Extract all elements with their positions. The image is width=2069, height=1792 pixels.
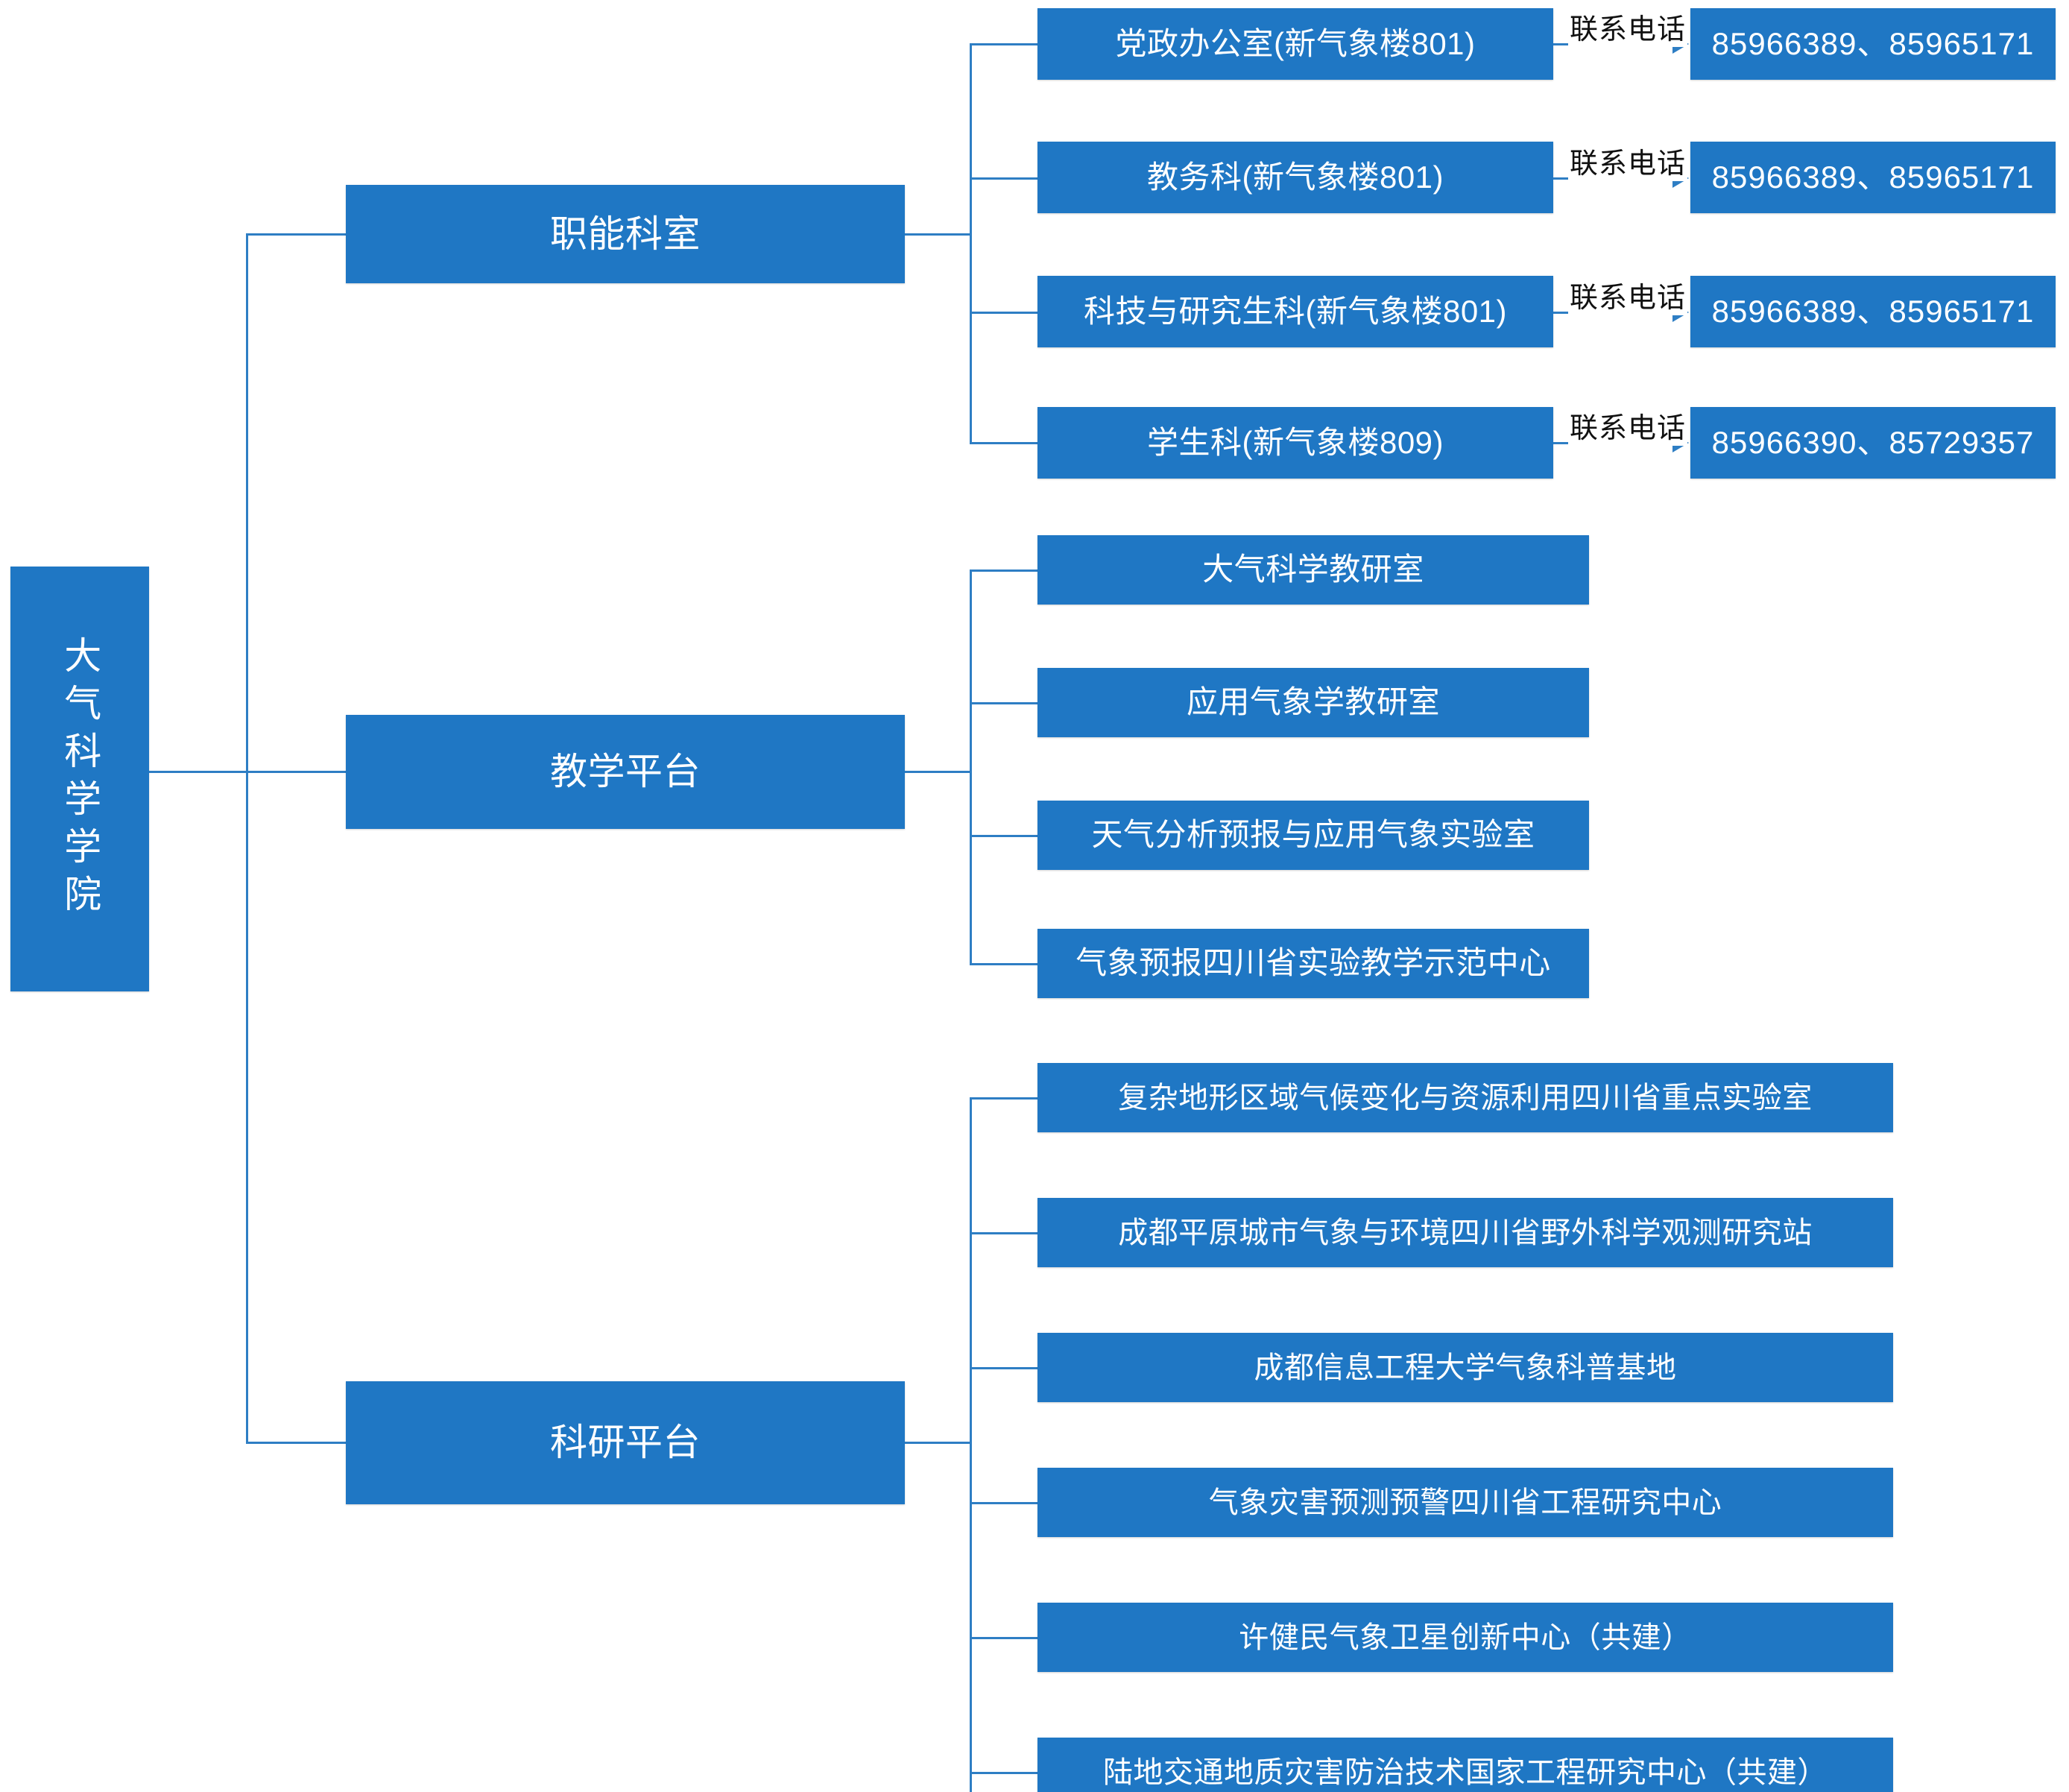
connector-student-affairs bbox=[970, 442, 1039, 444]
teaching-platform-stem-line bbox=[905, 771, 972, 773]
teaching-platform-trunk-line bbox=[970, 570, 972, 965]
leaf-node-student-affairs[interactable]: 学生科(新气象楼809) bbox=[1037, 407, 1553, 479]
branch-node-functional-offices[interactable]: 职能科室 bbox=[346, 185, 905, 283]
functional-offices-stem-line bbox=[905, 233, 972, 236]
connector-field-observation-station bbox=[970, 1232, 1039, 1234]
edge-label-contact-phone-science-graduate: 联系电话 bbox=[1568, 274, 1688, 315]
connector-weather-analysis-lab bbox=[970, 835, 1039, 837]
branch-node-teaching-platform[interactable]: 教学平台 bbox=[346, 715, 905, 829]
connector-applied-meteorology-office bbox=[970, 702, 1039, 704]
connector-satellite-innovation-center bbox=[970, 1637, 1039, 1639]
trunk-to-functional-offices-line bbox=[246, 233, 347, 236]
leaf-node-weather-analysis-lab[interactable]: 天气分析预报与应用气象实验室 bbox=[1037, 801, 1589, 870]
phone-node-science-graduate[interactable]: 85966389、85965171 bbox=[1690, 276, 2056, 347]
leaf-node-atmospheric-science-office[interactable]: 大气科学教研室 bbox=[1037, 535, 1589, 605]
phone-node-academic-affairs[interactable]: 85966389、85965171 bbox=[1690, 142, 2056, 213]
connector-geological-disaster-center bbox=[970, 1772, 1039, 1774]
edge-label-contact-phone-academic-affairs: 联系电话 bbox=[1568, 140, 1688, 181]
phone-node-party-office[interactable]: 85966389、85965171 bbox=[1690, 8, 2056, 80]
root-stem-line bbox=[149, 771, 247, 773]
edge-label-contact-phone-party-office: 联系电话 bbox=[1568, 6, 1688, 47]
trunk-to-research-platform-line bbox=[246, 1442, 347, 1444]
edge-label-contact-phone-student-affairs: 联系电话 bbox=[1568, 405, 1688, 446]
leaf-node-science-graduate[interactable]: 科技与研究生科(新气象楼801) bbox=[1037, 276, 1553, 347]
main-trunk-line bbox=[246, 233, 248, 1444]
leaf-node-key-lab-complex-terrain[interactable]: 复杂地形区域气候变化与资源利用四川省重点实验室 bbox=[1037, 1063, 1893, 1132]
leaf-node-disaster-warning-center[interactable]: 气象灾害预测预警四川省工程研究中心 bbox=[1037, 1468, 1893, 1537]
connector-demonstration-center bbox=[970, 963, 1039, 965]
phone-node-student-affairs[interactable]: 85966390、85729357 bbox=[1690, 407, 2056, 479]
leaf-node-academic-affairs[interactable]: 教务科(新气象楼801) bbox=[1037, 142, 1553, 213]
root-node-college[interactable]: 大气科学学院 bbox=[10, 567, 149, 991]
leaf-node-party-office[interactable]: 党政办公室(新气象楼801) bbox=[1037, 8, 1553, 80]
leaf-node-field-observation-station[interactable]: 成都平原城市气象与环境四川省野外科学观测研究站 bbox=[1037, 1198, 1893, 1267]
connector-science-popularization-base bbox=[970, 1367, 1039, 1369]
leaf-node-applied-meteorology-office[interactable]: 应用气象学教研室 bbox=[1037, 668, 1589, 737]
connector-key-lab-complex-terrain bbox=[970, 1097, 1039, 1100]
connector-atmospheric-science-office bbox=[970, 570, 1039, 572]
connector-disaster-warning-center bbox=[970, 1502, 1039, 1504]
leaf-node-demonstration-center[interactable]: 气象预报四川省实验教学示范中心 bbox=[1037, 929, 1589, 998]
connector-science-graduate bbox=[970, 312, 1039, 314]
connector-academic-affairs bbox=[970, 177, 1039, 180]
trunk-to-teaching-platform-line bbox=[246, 771, 347, 773]
branch-node-research-platform[interactable]: 科研平台 bbox=[346, 1381, 905, 1504]
connector-party-office bbox=[970, 43, 1039, 45]
leaf-node-geological-disaster-center[interactable]: 陆地交通地质灾害防治技术国家工程研究中心（共建） bbox=[1037, 1738, 1893, 1792]
research-platform-trunk-line bbox=[970, 1097, 972, 1792]
leaf-node-satellite-innovation-center[interactable]: 许健民气象卫星创新中心（共建） bbox=[1037, 1603, 1893, 1672]
functional-offices-trunk-line bbox=[970, 43, 972, 444]
leaf-node-science-popularization-base[interactable]: 成都信息工程大学气象科普基地 bbox=[1037, 1333, 1893, 1402]
research-platform-stem-line bbox=[905, 1442, 972, 1444]
